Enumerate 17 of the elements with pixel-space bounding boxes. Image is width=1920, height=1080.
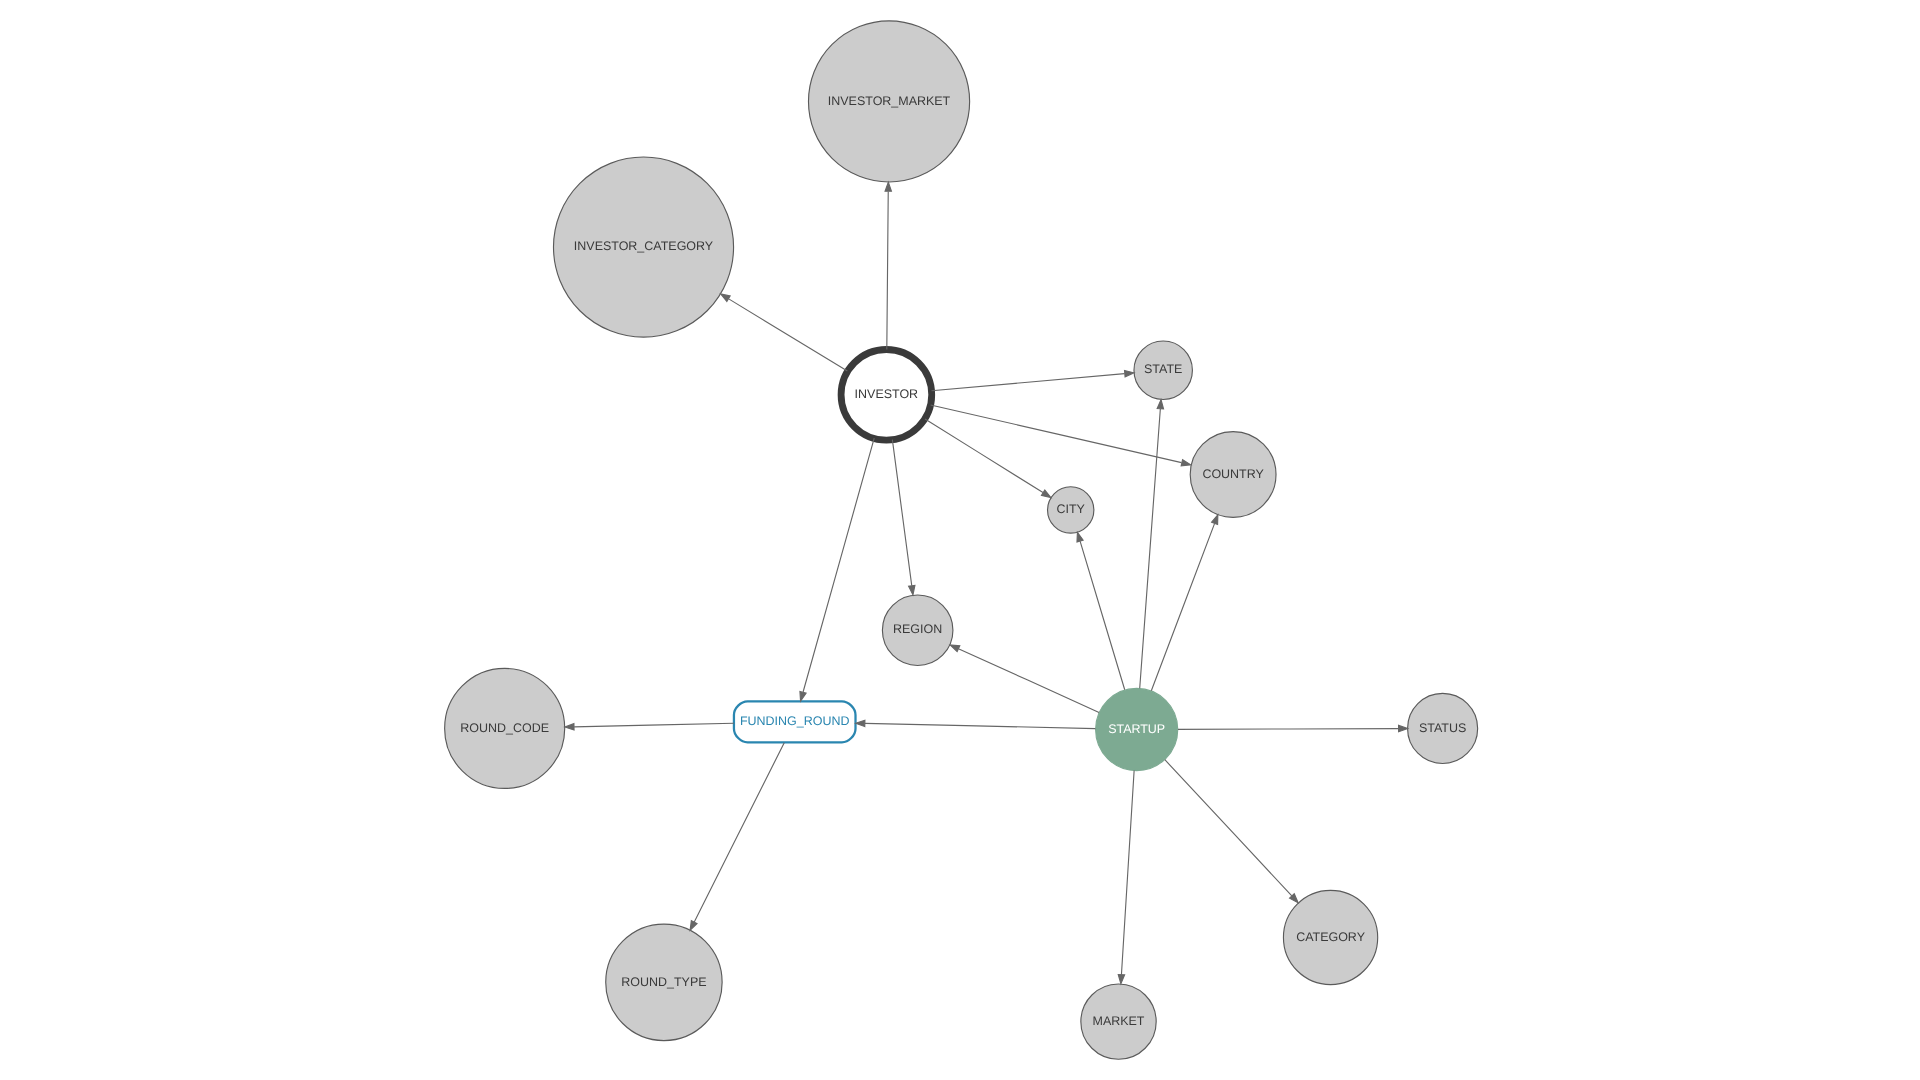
- arrow: [562, 722, 734, 731]
- arrow: [883, 180, 892, 351]
- arrow: [890, 439, 915, 597]
- arrow: [929, 404, 1192, 467]
- arrow: [947, 644, 1099, 713]
- arrow: [1116, 769, 1134, 986]
- arrow: [1075, 530, 1125, 691]
- arrow: [929, 369, 1135, 392]
- arrow: [1138, 397, 1164, 689]
- arrow: [1149, 513, 1218, 692]
- arrow: [1163, 759, 1299, 904]
- arrow: [798, 437, 874, 703]
- arrow: [1176, 724, 1409, 733]
- arrow: [853, 719, 1095, 730]
- arrow: [718, 293, 847, 372]
- arrow: [923, 418, 1052, 499]
- arrow: [688, 742, 784, 932]
